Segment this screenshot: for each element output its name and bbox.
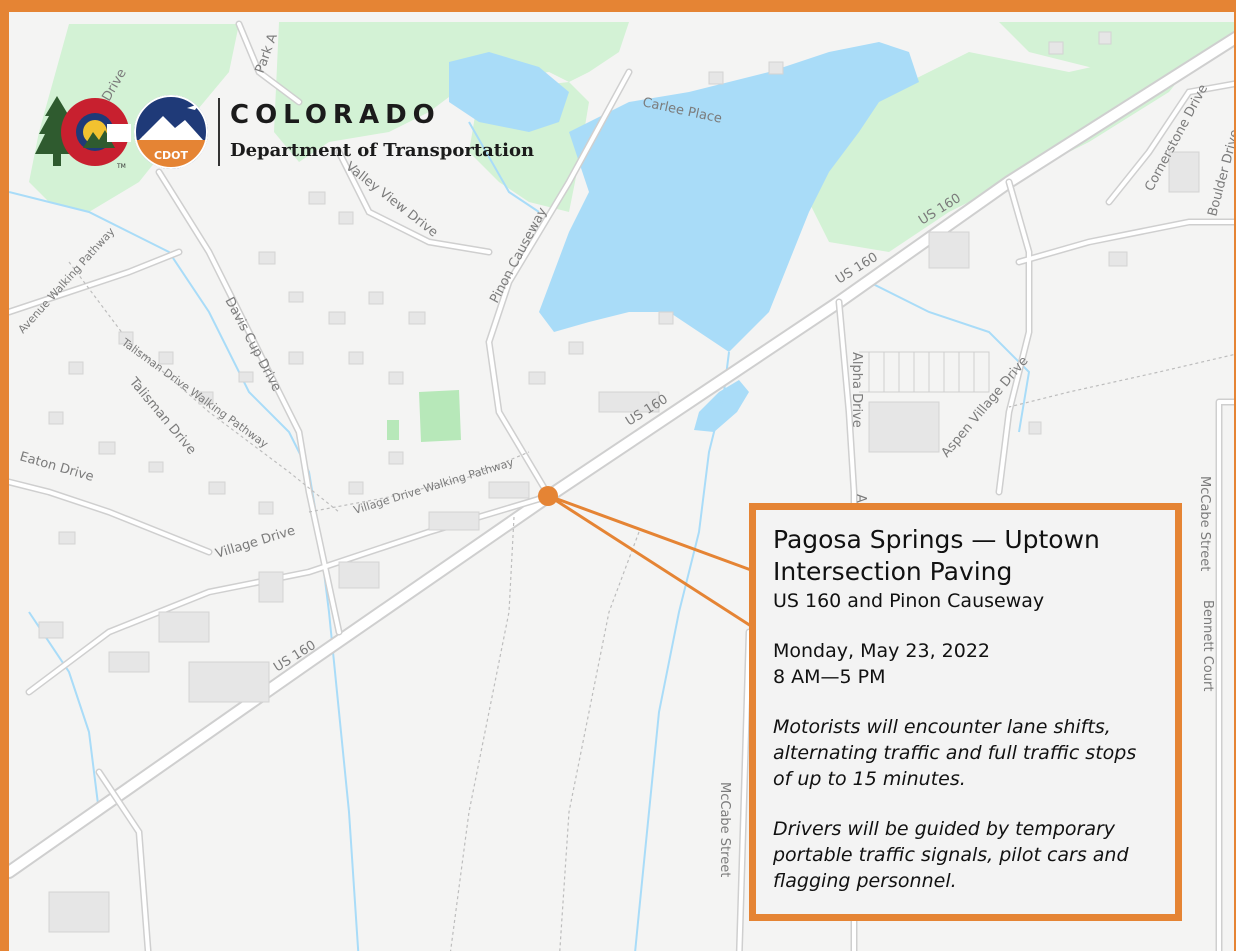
project-location: US 160 and Pinon Causeway	[773, 590, 1045, 612]
parking-lot-lines	[859, 351, 990, 393]
label-eaton-drive: Eaton Drive	[18, 449, 95, 484]
project-title: Pagosa Springs — Uptown Intersection Pav…	[773, 525, 1100, 586]
logo-subtitle: Department of Transportation	[230, 140, 535, 161]
pond-north	[449, 52, 569, 132]
label-boulder-drive: Boulder Drive	[1205, 128, 1236, 218]
label-aspen-village-drive: Aspen Village Drive	[939, 354, 1032, 461]
colorado-c-logo-icon: TM	[35, 96, 131, 170]
cdot-badge-icon: CDOT	[134, 95, 208, 169]
walking-paths	[68, 261, 1234, 951]
traffic-impact-note: Motorists will encounter lane shifts, al…	[773, 716, 1137, 790]
park-area-northeast	[709, 22, 1234, 252]
building-footprints	[38, 31, 1200, 933]
label-village-drive: Village Drive	[214, 523, 297, 561]
park-area-west	[29, 24, 239, 212]
project-location-marker[interactable]	[538, 486, 558, 506]
logo-title: COLORADO	[230, 100, 441, 130]
label-alpha-drive: Alpha Drive	[849, 352, 864, 428]
label-pinon-causeway: Pinon Causeway	[487, 205, 550, 306]
lake	[539, 42, 919, 352]
project-hours: 8 AM—5 PM	[773, 666, 886, 688]
logo-divider	[218, 98, 220, 166]
project-info-panel: Pagosa Springs — Uptown Intersection Pav…	[749, 503, 1182, 921]
label-alpha-fragment: A	[853, 494, 868, 503]
cdot-logo: TM CDOT COLORADO Department of Transport…	[35, 94, 535, 174]
label-mccabe-street-east: McCabe Street	[1197, 476, 1212, 571]
label-bennett-court: Bennett Court	[1200, 600, 1215, 691]
svg-text:CDOT: CDOT	[154, 149, 189, 162]
map-canvas[interactable]: Park A Drive Carlee Place Cornerstone Dr…	[9, 12, 1236, 951]
label-park-ave: Park A	[253, 31, 281, 75]
svg-text:TM: TM	[116, 163, 126, 170]
traffic-control-note: Drivers will be guided by temporary port…	[773, 818, 1129, 892]
project-date: Monday, May 23, 2022	[773, 640, 991, 662]
streams	[9, 121, 1031, 951]
sports-field	[387, 390, 461, 442]
callout-leader	[548, 494, 752, 628]
label-mccabe-street-south: McCabe Street	[717, 782, 732, 877]
